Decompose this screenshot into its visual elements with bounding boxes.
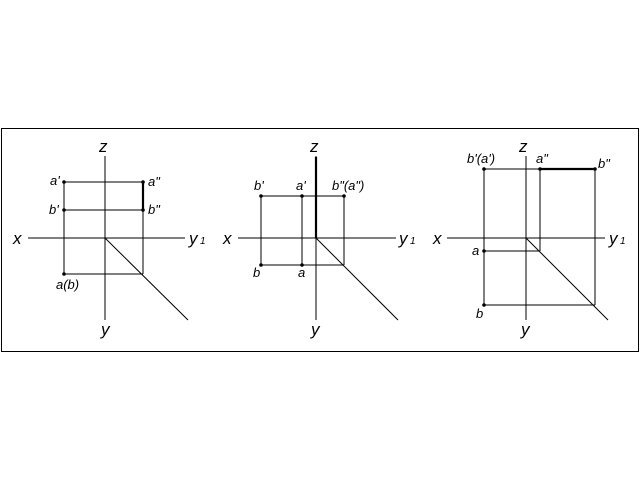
point-b-front (259, 194, 263, 198)
axis-label-x: x (222, 229, 232, 248)
label-a-front: a' (296, 178, 306, 193)
point-a-side (141, 180, 145, 184)
axis-label-y: y (310, 320, 321, 339)
point-a-front (62, 180, 66, 184)
axis-label-z: z (518, 137, 528, 156)
point-a-top (300, 263, 304, 267)
point-b-top (482, 303, 486, 307)
axis-label-z: z (309, 137, 319, 156)
axis-label-y: y (520, 320, 531, 339)
label-a-front: a' (50, 173, 60, 188)
label-a-side: a" (536, 151, 549, 166)
axis-label-y1-subscript: 1 (620, 236, 626, 247)
panel-2: x z y 1 y b' a' b"(a") b a (222, 137, 416, 339)
point-b-side (141, 208, 145, 212)
diagonal-45-line (104, 237, 189, 321)
label-b-side: b" (148, 202, 161, 217)
point-b-side (593, 167, 597, 171)
point-ba-front (482, 167, 486, 171)
axis-label-y1: y (188, 229, 199, 248)
label-a-side: a" (148, 174, 161, 189)
point-a-top (482, 249, 486, 253)
label-a-top: a (298, 265, 305, 280)
point-ab-top (62, 272, 66, 276)
label-b-front: b' (254, 178, 264, 193)
label-b-side: b" (598, 156, 611, 171)
panel-1: x z y 1 y a' a" b' b" a(b) (12, 137, 206, 339)
axis-label-x: x (12, 229, 22, 248)
diagonal-45-line (315, 237, 399, 321)
axis-label-x: x (432, 229, 442, 248)
label-ba-side: b"(a") (332, 178, 364, 193)
point-b-top (259, 263, 263, 267)
label-b-front: b' (49, 202, 59, 217)
axis-label-z: z (98, 137, 108, 156)
axis-label-y1-subscript: 1 (410, 236, 416, 247)
label-b-top: b (476, 306, 483, 321)
point-a-side (538, 167, 542, 171)
label-b-top: b (253, 265, 260, 280)
panel-3: x z y 1 y b'(a') a" b" a b (432, 137, 626, 339)
axis-label-y1: y (398, 229, 409, 248)
point-ba-side (342, 194, 346, 198)
label-ba-front: b'(a') (467, 151, 495, 166)
axis-label-y: y (100, 320, 111, 339)
point-b-front (62, 208, 66, 212)
axis-label-y1-subscript: 1 (200, 236, 206, 247)
axis-label-y1: y (608, 229, 619, 248)
diagonal-45-line (525, 237, 609, 321)
label-ab-top: a(b) (56, 277, 79, 292)
label-a-top: a (472, 243, 479, 258)
point-a-front (300, 194, 304, 198)
diagram-frame (1, 128, 639, 352)
